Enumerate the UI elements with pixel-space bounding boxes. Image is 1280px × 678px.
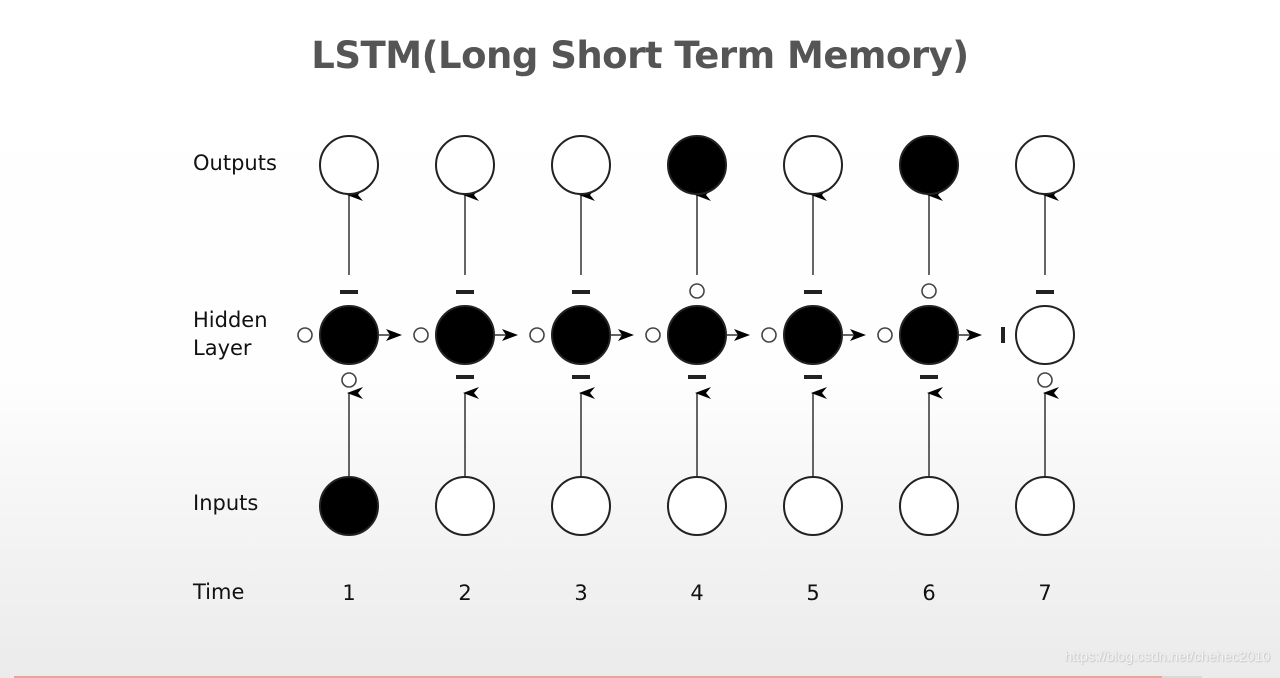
row-label-inputs: Inputs — [193, 491, 259, 515]
output-gate-closed-icon — [572, 290, 590, 294]
time-step-label: 4 — [690, 581, 703, 605]
input-gate-open-icon — [1037, 372, 1053, 388]
input-gate-closed-icon — [456, 375, 474, 379]
time-step-label: 1 — [342, 581, 355, 605]
output-node-t6 — [899, 135, 959, 195]
forget-gate-closed-icon — [1001, 327, 1005, 343]
arrow-right-icon — [966, 329, 982, 341]
forget-gate-open-icon — [529, 327, 545, 343]
row-label-outputs: Outputs — [193, 151, 277, 175]
slide-title: LSTM(Long Short Term Memory) — [311, 34, 969, 77]
arrow-right-icon — [618, 329, 634, 341]
hidden-node-t1 — [319, 305, 379, 365]
forget-gate-open-icon — [645, 327, 661, 343]
arrow-right-icon — [386, 329, 402, 341]
input-node-t7 — [1015, 476, 1075, 536]
time-step-label: 7 — [1038, 581, 1051, 605]
time-step-label: 2 — [458, 581, 471, 605]
output-node-t3 — [551, 135, 611, 195]
video-progress-remaining[interactable] — [1162, 676, 1202, 678]
video-progress-bar[interactable] — [14, 676, 1162, 678]
arrow-right-icon — [734, 329, 750, 341]
input-gate-open-icon — [341, 372, 357, 388]
arrow-right-icon — [850, 329, 866, 341]
hidden-node-t3 — [551, 305, 611, 365]
output-node-t1 — [319, 135, 379, 195]
arrow-right-icon — [502, 329, 518, 341]
time-step-label: 5 — [806, 581, 819, 605]
forget-gate-open-icon — [761, 327, 777, 343]
output-gate-open-icon — [689, 283, 705, 299]
row-label-hidden: Hidden — [193, 308, 268, 332]
input-node-t3 — [551, 476, 611, 536]
watermark-url: https://blog.csdn.net/chehec2010 — [1064, 648, 1270, 664]
input-node-t4 — [667, 476, 727, 536]
output-gate-open-icon — [921, 283, 937, 299]
input-node-t1 — [319, 476, 379, 536]
input-gate-closed-icon — [920, 375, 938, 379]
output-node-t7 — [1015, 135, 1075, 195]
output-gate-closed-icon — [340, 290, 358, 294]
output-gate-closed-icon — [456, 290, 474, 294]
output-node-t4 — [667, 135, 727, 195]
hidden-node-t7 — [1015, 305, 1075, 365]
input-node-t2 — [435, 476, 495, 536]
forget-gate-open-icon — [877, 327, 893, 343]
input-gate-closed-icon — [688, 375, 706, 379]
time-step-label: 6 — [922, 581, 935, 605]
hidden-node-t2 — [435, 305, 495, 365]
output-gate-closed-icon — [1036, 290, 1054, 294]
hidden-node-t5 — [783, 305, 843, 365]
output-gate-closed-icon — [804, 290, 822, 294]
input-gate-closed-icon — [804, 375, 822, 379]
output-node-t5 — [783, 135, 843, 195]
hidden-node-t6 — [899, 305, 959, 365]
hidden-node-t4 — [667, 305, 727, 365]
row-label-layer: Layer — [193, 336, 252, 360]
row-label-time: Time — [193, 580, 245, 604]
forget-gate-open-icon — [413, 327, 429, 343]
output-node-t2 — [435, 135, 495, 195]
forget-gate-open-icon — [297, 327, 313, 343]
input-gate-closed-icon — [572, 375, 590, 379]
input-node-t5 — [783, 476, 843, 536]
input-node-t6 — [899, 476, 959, 536]
time-step-label: 3 — [574, 581, 587, 605]
